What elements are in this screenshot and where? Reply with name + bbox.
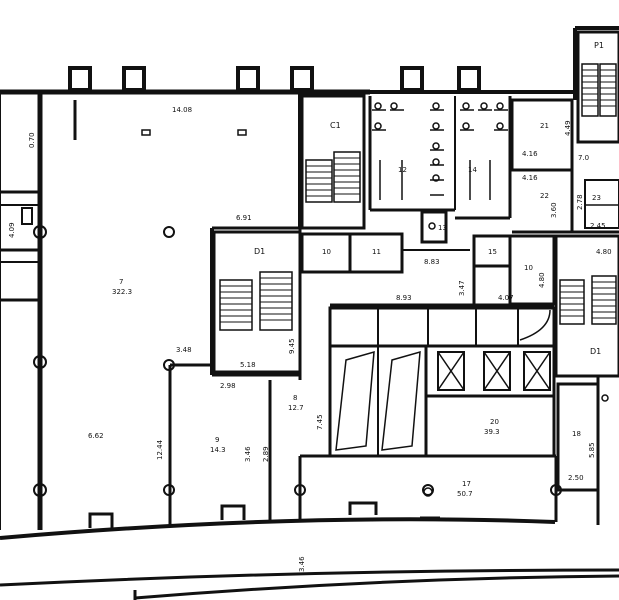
dimension-vertical: 9.45 — [288, 338, 296, 354]
dimension-vertical: 5.85 — [588, 442, 596, 458]
room-number: 10 — [524, 264, 533, 272]
dimension: 4.07 — [498, 294, 514, 302]
room-number: 9 — [215, 436, 219, 444]
dimension-vertical: 2.89 — [262, 446, 270, 462]
dimension-vertical: 0.70 — [28, 132, 36, 148]
room-number: 20 — [490, 418, 499, 426]
room-20 — [328, 306, 556, 458]
room-17 — [298, 454, 558, 522]
room-number: 21 — [540, 122, 549, 130]
rooms-10-11 — [300, 232, 404, 274]
room-number: 18 — [572, 430, 581, 438]
dimension: 4.16 — [522, 150, 538, 158]
stair-label-c1: C1 — [330, 121, 341, 130]
room-area: 14.3 — [210, 446, 226, 454]
top-columns — [68, 66, 481, 92]
room-number: 7 — [119, 278, 123, 286]
dimension: 2.45 — [590, 222, 606, 230]
stair-c1 — [300, 94, 366, 230]
stair-label-d1-right: D1 — [590, 347, 601, 356]
rooms-21-23 — [510, 98, 619, 234]
labels: C1 D1 D1 P1 7 322.3 8 12.7 9 14.3 10 10 … — [8, 41, 612, 572]
stair-d1-right — [554, 234, 619, 378]
room-number: 15 — [488, 248, 497, 256]
room-number: 12 — [398, 166, 407, 174]
room-number: 13 — [438, 224, 447, 232]
wc-block — [368, 96, 512, 244]
dimension: 4.80 — [596, 248, 612, 256]
room-area: 12.7 — [288, 404, 304, 412]
dimension: 6.62 — [88, 432, 104, 440]
dimension: 2.50 — [568, 474, 584, 482]
dimension-vertical: 3.60 — [550, 202, 558, 218]
stair-label-p1: P1 — [594, 41, 604, 50]
dimension: 8.93 — [396, 294, 412, 302]
room-number: 22 — [540, 192, 549, 200]
dimension-vertical: 2.78 — [576, 194, 584, 210]
dimension-vertical: 3.46 — [298, 556, 306, 572]
room-number: 17 — [462, 480, 471, 488]
room-area: 322.3 — [112, 288, 132, 296]
dimension: 8.83 — [424, 258, 440, 266]
room-number: 14 — [468, 166, 477, 174]
dimension-vertical: 3.46 — [244, 446, 252, 462]
rooms-15-16 — [330, 234, 556, 307]
left-rooms — [0, 190, 40, 302]
room-number: 10 — [322, 248, 331, 256]
room-area: 39.3 — [484, 428, 500, 436]
dimension: 14.08 — [172, 106, 192, 114]
door-notches — [88, 501, 440, 528]
dimension-vertical: 4.80 — [538, 272, 546, 288]
stair-d1-left — [212, 228, 302, 380]
rooms-9-18 — [212, 373, 609, 525]
hall-columns — [33, 129, 562, 497]
room-number: 23 — [592, 194, 601, 202]
dimension-vertical: 4.09 — [8, 222, 16, 238]
dimension: 2.98 — [220, 382, 236, 390]
dimension-vertical: 7.45 — [316, 414, 324, 430]
room-number: 11 — [372, 248, 381, 256]
dimension: 4.16 — [522, 174, 538, 182]
stair-label-d1: D1 — [254, 247, 265, 256]
dimension-vertical: 4.49 — [564, 120, 572, 136]
room-number: 8 — [293, 394, 297, 402]
dimension: 3.48 — [176, 346, 192, 354]
hall-walls — [73, 92, 302, 525]
dimension: 7.0 — [578, 154, 589, 162]
dimension-vertical: 3.47 — [458, 280, 466, 296]
room-area: 50.7 — [457, 490, 473, 498]
dimension: 5.18 — [240, 361, 256, 369]
stair-p1 — [576, 30, 619, 144]
dimension: 6.91 — [236, 214, 252, 222]
dimension-vertical: 12.44 — [156, 439, 164, 460]
